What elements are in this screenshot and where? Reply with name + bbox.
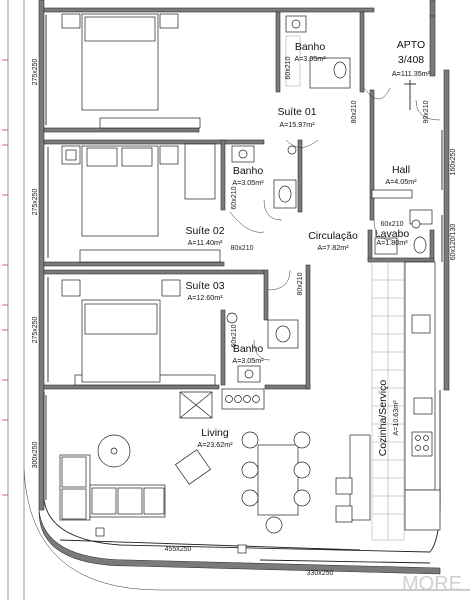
left-windows [45,15,49,500]
bar-stools [335,477,353,523]
doors [229,87,441,361]
wall-suite2-suite3-a [43,261,225,267]
room-name-lavabo: Lavabo [375,228,410,240]
room-area-suite-02: A=11.40m² [188,238,223,247]
wall-lavabo-left [367,229,373,261]
room-area-suite-01: A=15.97m² [279,120,315,129]
hall-fixtures [371,189,433,229]
wall-bath1-left [275,11,281,93]
dim-window-hall: 160x250 [450,148,457,175]
room-name-suite-03: Suíte 03 [185,280,224,292]
dim-door-suite-01: 80x210 [351,100,358,123]
coffee-table-center [110,447,118,455]
dim-window-lavabo: 60x120/130 [450,224,457,261]
dim-door-apto: 90x210 [423,100,430,123]
exterior-wall-curved [38,509,441,575]
bath-1-fixtures [285,15,351,89]
bed-suite-01 [61,13,179,111]
dim-door-banho-1: 60x210 [285,56,292,79]
room-area-circulacao: A=7.82m² [317,243,349,252]
dim-door-lavabo: 60x210 [381,221,404,228]
watermark: MORE [402,573,462,595]
top-right-wall [429,0,436,17]
wall-suite2-suite3-b [43,269,265,275]
lavabo-fixtures [374,236,427,255]
room-area-lavabo: A=1.80m² [376,238,408,247]
wall-bath3-living [264,384,311,390]
room-area-suite-03: A=12.60m² [187,293,223,302]
dim-window-suite-02: 275x250 [32,188,39,215]
bed-suite-03 [61,279,181,383]
dining-set [241,431,311,534]
exterior-wall-right [443,69,450,391]
room-area-cozinha: A=10.63m² [391,400,400,436]
apto-label-line2: 3/408 [398,54,424,66]
dim-window-suite-03: 275x250 [32,316,39,343]
room-name-living: Living [201,427,229,439]
dim-window-living-bottom: 455x250 [165,546,192,553]
wall-suite3-door [263,269,269,321]
entry-wall [429,15,436,77]
wall-lavabo-bottom [367,257,435,263]
wall-circulation-right [305,264,311,390]
wall-suite1-suite2 [43,127,200,133]
dim-window-kitchen-bottom: 330x250 [307,570,334,577]
dim-door-banho-2: 60x210 [231,186,238,209]
room-area-hall: A=4.05m² [385,177,417,186]
room-area-banho-2: A=3.05m² [232,178,264,187]
kitchen-counter [404,261,441,531]
wall-bath2-right [297,139,303,213]
armchair [174,449,212,485]
top-wall [43,7,375,13]
room-name-circulacao: Circulação [308,230,358,242]
room-area-banho-1: A=3.05m² [294,54,326,63]
wall-bath1-right [359,11,365,93]
wall-bath3-left [220,309,226,386]
sink-cabinet [179,388,265,419]
apto-area: A=111.35m² [392,69,431,78]
room-name-banho-1: Banho [295,41,326,53]
balcony-edge [23,469,470,591]
room-name-cozinha: Cozinha/Serviço [377,380,389,457]
room-name-banho-3: Banho [233,343,264,355]
dim-window-living-left: 300x250 [32,441,39,468]
exterior-wall-left [38,0,45,511]
room-area-banho-3: A=3.05m² [232,356,264,365]
wall-hall-left [369,89,375,221]
dim-door-suite-02: 80x210 [231,245,254,252]
wall-suite3-living [43,384,220,390]
dim-door-banho-3: 60x210 [231,324,238,347]
wall-lavabo-right [429,229,435,261]
apto-label-line1: APTO [397,39,425,51]
room-name-suite-02: Suíte 02 [185,225,224,237]
kitchen-tile-grid [371,261,405,541]
wall-suite2-top [43,139,265,145]
room-name-suite-01: Suíte 01 [277,106,316,118]
room-area-living: A=23.62m² [197,440,233,449]
bath-3-fixtures [226,312,299,383]
bed-suite-02 [61,145,179,237]
bottom-windows [59,527,431,564]
room-name-banho-2: Banho [233,165,264,177]
bath-2-fixtures [231,145,297,209]
dim-window-suite-01: 275x250 [32,58,39,85]
room-name-hall: Hall [392,164,410,176]
kitchen-island [349,434,371,521]
wall-bath2-left [220,139,226,211]
living-sofa [59,454,166,521]
axis-markers [2,59,8,496]
dim-door-suite-03: 80x210 [297,272,304,295]
